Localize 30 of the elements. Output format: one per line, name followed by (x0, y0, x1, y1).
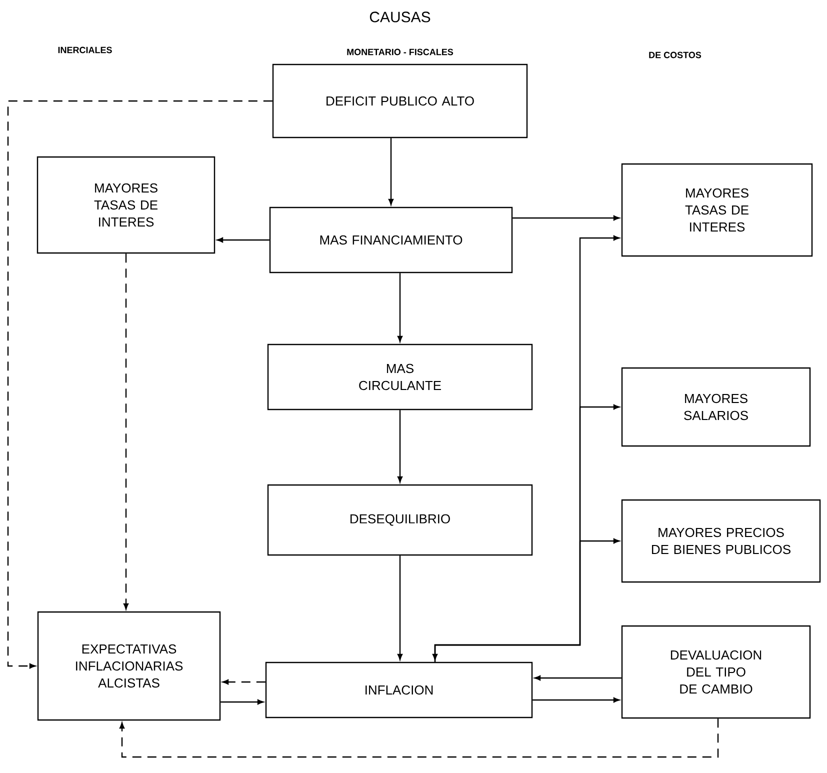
process-box: MAS FINANCIAMIENTO (269, 206, 513, 274)
arrow (512, 215, 620, 221)
arrow (534, 675, 622, 681)
process-box: MAYORES TASAS DE INTERES (621, 163, 813, 257)
arrow (434, 538, 620, 662)
process-box: DESEQUILIBRIO (267, 484, 533, 556)
arrow (216, 237, 270, 243)
arrow (7, 100, 272, 669)
arrow (432, 235, 620, 660)
arrow (397, 273, 403, 342)
process-box: MAS CIRCULANTE (267, 344, 533, 410)
column-heading: MONETARIO - FISCALES (347, 48, 454, 56)
arrow (222, 679, 266, 685)
process-box: MAYORES TASAS DE INTERES (36, 156, 216, 254)
title: CAUSAS (370, 12, 430, 22)
process-box: MAYORES PRECIOS DE BIENES PUBLICOS (621, 499, 821, 583)
arrow (119, 718, 719, 758)
process-box: DEVALUACION DEL TIPO DE CAMBIO (621, 625, 811, 719)
arrow (532, 697, 620, 703)
arrow (388, 138, 394, 206)
process-box: MAYORES SALARIOS (621, 367, 811, 447)
arrow (397, 556, 403, 660)
arrow (123, 254, 129, 610)
column-heading: DE COSTOS (649, 52, 702, 58)
arrow (220, 699, 264, 705)
process-box: EXPECTATIVAS INFLACIONARIAS ALCISTAS (37, 611, 221, 721)
process-box: DEFICIT PUBLICO ALTO (272, 64, 528, 138)
column-heading: INERCIALES (58, 46, 112, 54)
arrow (397, 410, 403, 483)
process-box: INFLACION (265, 662, 533, 718)
